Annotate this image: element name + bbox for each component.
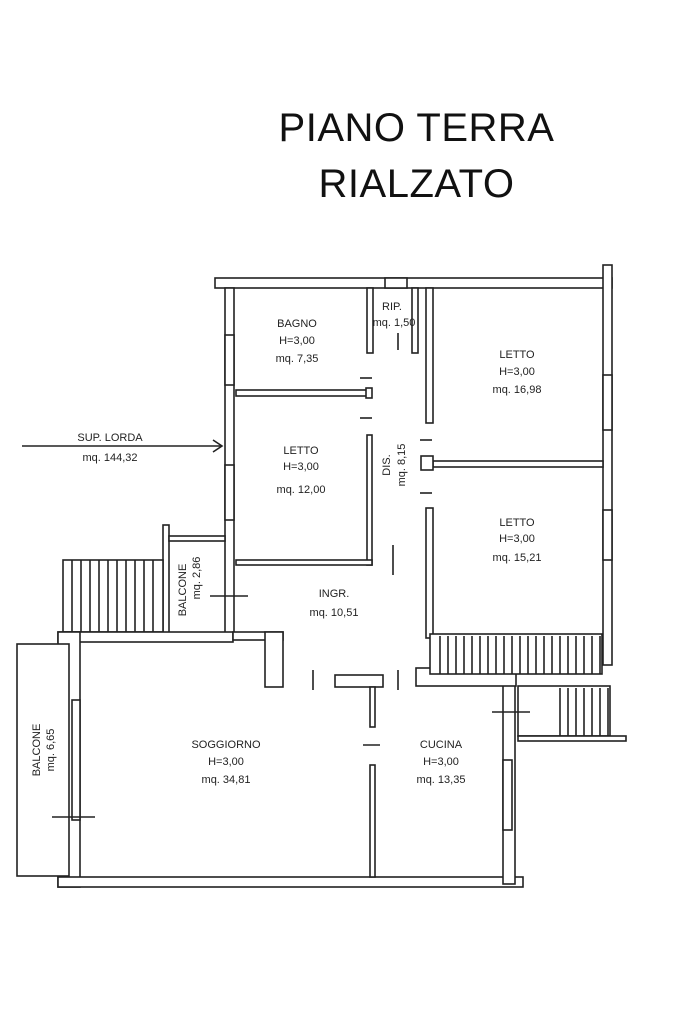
room-letto-3: LETTO H=3,00 mq. 15,21 (493, 517, 542, 564)
svg-text:H=3,00: H=3,00 (283, 461, 319, 473)
gross-area-value: mq. 144,32 (82, 452, 137, 464)
stair-treads (71, 560, 609, 736)
svg-text:mq. 8,15: mq. 8,15 (396, 444, 408, 487)
svg-text:H=3,00: H=3,00 (423, 756, 459, 768)
plan-title-line1: PIANO TERRA (278, 106, 555, 150)
svg-text:H=3,00: H=3,00 (499, 366, 535, 378)
window (602, 374, 613, 431)
window (602, 509, 613, 561)
svg-text:H=3,00: H=3,00 (279, 335, 315, 347)
room-soggiorno: SOGGIORNO H=3,00 mq. 34,81 (191, 739, 261, 786)
plan-title-line2: RIALZATO (318, 162, 515, 206)
svg-text:BALCONE: BALCONE (31, 724, 43, 777)
svg-text:mq. 2,86: mq. 2,86 (191, 557, 203, 600)
room-balcone-large: BALCONE mq. 6,65 (31, 724, 57, 777)
room-cucina: CUCINA H=3,00 mq. 13,35 (417, 739, 466, 786)
walls (16, 264, 627, 888)
window (502, 759, 513, 831)
room-letto-1: LETTO H=3,00 mq. 16,98 (493, 349, 542, 396)
svg-text:mq. 34,81: mq. 34,81 (202, 774, 251, 786)
svg-text:BALCONE: BALCONE (177, 564, 189, 617)
svg-text:H=3,00: H=3,00 (208, 756, 244, 768)
svg-text:mq. 1,50: mq. 1,50 (373, 317, 416, 329)
svg-text:SOGGIORNO: SOGGIORNO (191, 739, 261, 751)
window (71, 699, 81, 821)
svg-text:mq. 13,35: mq. 13,35 (417, 774, 466, 786)
svg-text:LETTO: LETTO (283, 445, 319, 457)
window (224, 464, 235, 521)
svg-text:LETTO: LETTO (499, 349, 535, 361)
svg-text:mq. 12,00: mq. 12,00 (277, 484, 326, 496)
room-ingresso: INGR. mq. 10,51 (310, 588, 359, 619)
svg-text:CUCINA: CUCINA (420, 739, 463, 751)
room-bagno: BAGNO H=3,00 mq. 7,35 (276, 318, 319, 365)
svg-text:mq. 16,98: mq. 16,98 (493, 384, 542, 396)
room-letto-2: LETTO H=3,00 mq. 12,00 (277, 445, 326, 496)
room-balcone-small: BALCONE mq. 2,86 (177, 557, 203, 617)
svg-text:LETTO: LETTO (499, 517, 535, 529)
room-disimpegno: DIS. mq. 8,15 (381, 444, 408, 487)
svg-text:mq. 10,51: mq. 10,51 (310, 607, 359, 619)
svg-text:mq. 15,21: mq. 15,21 (493, 552, 542, 564)
svg-text:H=3,00: H=3,00 (499, 533, 535, 545)
door-marks (52, 333, 530, 818)
room-ripostiglio: RIP. mq. 1,50 (373, 301, 416, 329)
svg-text:mq. 6,65: mq. 6,65 (45, 729, 57, 772)
gross-area-arrow (22, 439, 224, 453)
window (224, 334, 235, 386)
svg-text:RIP.: RIP. (382, 301, 402, 313)
gross-area-label: SUP. LORDA (77, 432, 143, 444)
svg-text:DIS.: DIS. (381, 454, 393, 475)
svg-text:BAGNO: BAGNO (277, 318, 317, 330)
svg-text:mq. 7,35: mq. 7,35 (276, 353, 319, 365)
svg-text:INGR.: INGR. (319, 588, 350, 600)
